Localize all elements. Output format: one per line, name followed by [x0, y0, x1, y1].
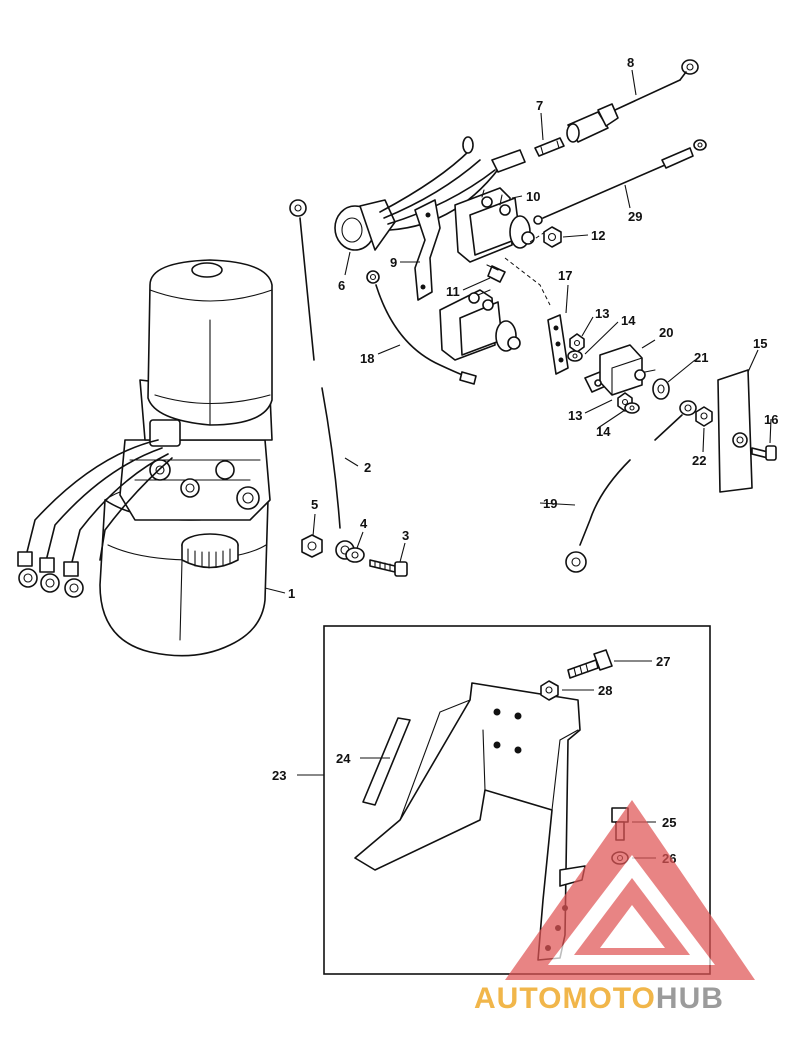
callout-27: 27 — [656, 654, 670, 669]
lead-18 — [366, 270, 477, 385]
hardware-3-4-5 — [301, 534, 408, 577]
callout-14-lower: 14 — [596, 424, 611, 439]
inset-bolt-27 — [567, 649, 613, 679]
leader-lines — [264, 69, 772, 859]
nut-22 — [695, 406, 713, 427]
fuse — [534, 137, 565, 157]
nut-washer-13-14-upper — [567, 333, 585, 362]
callout-8: 8 — [627, 55, 634, 70]
watermark-text-auto: AUTOMOTO — [474, 982, 656, 1015]
washer-21 — [652, 378, 670, 400]
callout-3: 3 — [402, 528, 409, 543]
callout-28: 28 — [598, 683, 612, 698]
fuse-holder-lead — [566, 59, 699, 143]
callout-12: 12 — [591, 228, 605, 243]
ground-lead-19 — [565, 400, 697, 573]
callout-9: 9 — [390, 255, 397, 270]
callout-7: 7 — [536, 98, 543, 113]
callout-6: 6 — [338, 278, 345, 293]
harness-plug — [334, 136, 526, 251]
callout-19: 19 — [543, 496, 557, 511]
pump-motor-assembly — [99, 259, 273, 657]
mounting-plate — [717, 369, 753, 493]
lead-29 — [533, 139, 707, 225]
callout-15: 15 — [753, 336, 767, 351]
callout-23: 23 — [272, 768, 286, 783]
watermark-logo — [505, 800, 755, 980]
watermark-text-hub: HUB — [656, 982, 724, 1015]
callout-5: 5 — [311, 497, 318, 512]
inset-strip-24 — [362, 717, 411, 806]
callout-14-upper: 14 — [621, 313, 636, 328]
callout-24: 24 — [336, 751, 351, 766]
callout-2: 2 — [364, 460, 371, 475]
inset-nut-28 — [540, 680, 559, 701]
nut-12 — [543, 226, 562, 248]
callout-25: 25 — [662, 815, 676, 830]
solenoid-upper — [454, 187, 535, 263]
callouts: 1 2 3 4 5 6 7 8 9 10 11 12 13 14 15 16 1… — [272, 55, 778, 866]
ground-lead — [289, 199, 355, 560]
callout-20: 20 — [659, 325, 673, 340]
pump-wiring-harness — [17, 439, 173, 598]
mounting-bracket — [414, 199, 441, 301]
callout-21: 21 — [694, 350, 708, 365]
solenoid-lower — [439, 289, 521, 361]
callout-29: 29 — [628, 209, 642, 224]
callout-22: 22 — [692, 453, 706, 468]
terminal-strap — [547, 314, 569, 375]
callout-13-lower: 13 — [568, 408, 582, 423]
watermark-text: AUTOMOTOHUB — [474, 982, 724, 1015]
callout-11: 11 — [446, 284, 460, 299]
callout-1: 1 — [288, 586, 295, 601]
screw-16 — [751, 445, 777, 461]
nut-washer-13-14-lower — [617, 392, 640, 414]
callout-17: 17 — [558, 268, 572, 283]
callout-4: 4 — [360, 516, 368, 531]
callout-16: 16 — [764, 412, 778, 427]
callout-10: 10 — [526, 189, 540, 204]
callout-13-upper: 13 — [595, 306, 609, 321]
circuit-breaker — [584, 344, 656, 396]
callout-18: 18 — [360, 351, 374, 366]
